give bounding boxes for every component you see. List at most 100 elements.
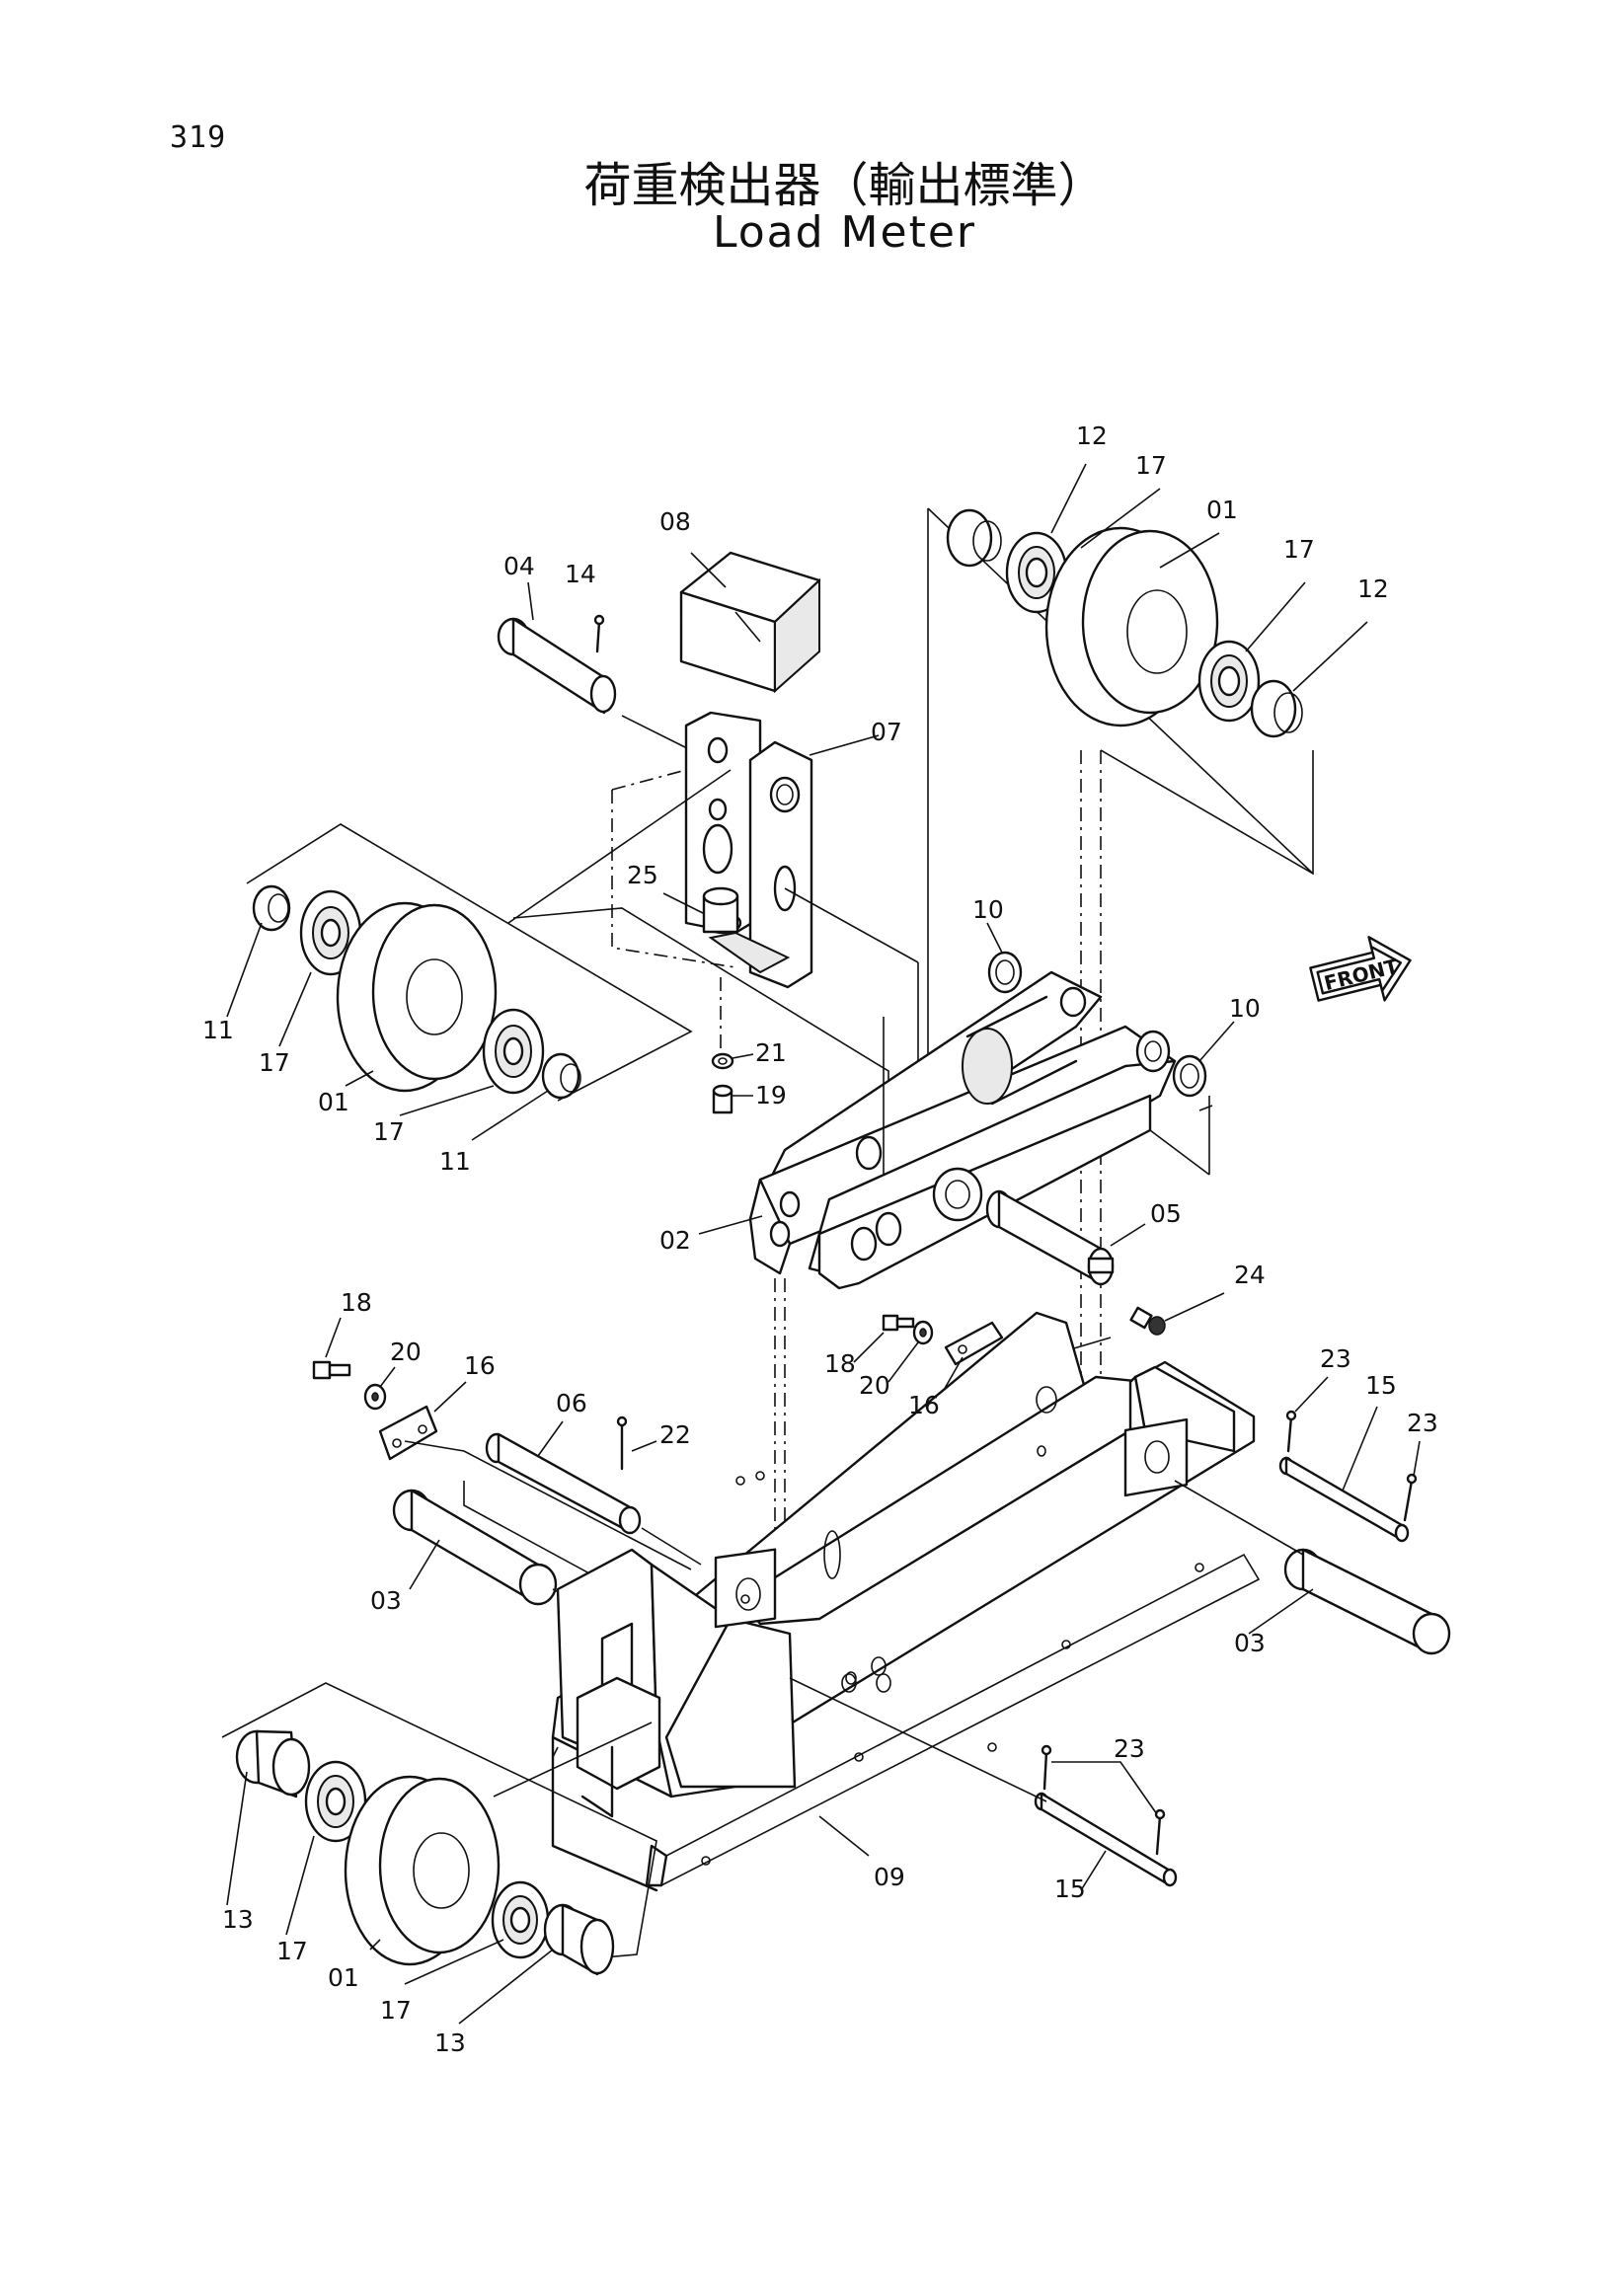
leader-line [226, 922, 263, 1018]
leader-line [986, 922, 1003, 954]
centerline [611, 790, 736, 968]
leader-line [809, 734, 880, 756]
callout-label: 13 [434, 2028, 466, 2057]
leader-line [818, 1815, 870, 1857]
leader-line [325, 1317, 342, 1358]
callout-label: 05 [1150, 1199, 1182, 1228]
callout-label: 07 [871, 718, 902, 746]
callout-label: 04 [503, 552, 535, 580]
lower-left-sheave-assembly [221, 1682, 657, 2025]
callout-label: 15 [1365, 1371, 1397, 1400]
callout-label: 16 [908, 1391, 940, 1419]
callout-label: 19 [755, 1081, 787, 1110]
leader-line [278, 971, 312, 1047]
leader-line [789, 1677, 1047, 1802]
leader-line [404, 1939, 504, 1985]
leader-line [1248, 1588, 1314, 1635]
leader-line [285, 1835, 315, 1936]
leader-line [1413, 1440, 1421, 1477]
callout-label: 11 [439, 1147, 471, 1176]
leader-line [552, 1746, 559, 1758]
callout-label: 02 [659, 1226, 691, 1255]
cover-08 [679, 551, 821, 694]
leader-line [1198, 1021, 1235, 1062]
leader-line [1245, 581, 1306, 652]
leader-line [641, 1527, 702, 1566]
leader-line [1159, 532, 1220, 569]
callout-label: 25 [627, 861, 658, 889]
callout-label: 22 [659, 1420, 691, 1449]
bushing-12-upper-left [946, 508, 1002, 568]
callout-label: 24 [1234, 1261, 1266, 1289]
base-frame-09 [551, 1311, 1261, 1892]
callout-label: 01 [318, 1088, 349, 1116]
link-frame-02 [748, 970, 1177, 1290]
split-pin-22 [616, 1416, 628, 1471]
leader-line [493, 1722, 653, 1798]
callout-label: 17 [276, 1937, 308, 1965]
split-pin-14 [593, 614, 605, 653]
callout-label: 17 [1283, 535, 1315, 564]
leader-line [507, 769, 732, 924]
callout-label: 10 [1229, 994, 1261, 1023]
bolt-24 [1129, 1306, 1166, 1336]
leader-line [458, 1949, 554, 2025]
sheave-01-middle [336, 901, 498, 1093]
split-pin-23-upper-left [1285, 1410, 1297, 1453]
leader-bracket [246, 823, 693, 1102]
leader-line [1164, 1292, 1225, 1322]
leader-line [369, 1939, 381, 1951]
leader-line [1149, 1129, 1210, 1176]
bearing-17-lower-left [304, 1760, 367, 1843]
callout-label: 01 [328, 1963, 359, 1992]
shaft-03-left [392, 1489, 558, 1606]
leader-line [379, 1366, 396, 1388]
front-direction-arrow: FRONT [1309, 936, 1412, 1002]
leader-line [1294, 1376, 1329, 1413]
callout-label: 16 [464, 1351, 496, 1380]
callout-label: 06 [556, 1389, 587, 1417]
leader-line [1051, 1761, 1158, 1815]
leader-line [942, 1356, 964, 1393]
callout-label: 03 [1234, 1629, 1266, 1657]
leader-line [662, 892, 704, 914]
callout-label: 21 [755, 1038, 787, 1067]
shaft-03-right [1283, 1548, 1451, 1655]
leader-line [631, 1440, 657, 1452]
pin-15-upper [1278, 1456, 1410, 1543]
callout-label: 09 [874, 1863, 905, 1891]
split-pin-23-upper-right [1403, 1473, 1418, 1522]
leader-line [1198, 1105, 1213, 1111]
leader-line [1050, 463, 1087, 534]
sheave-01-lower [344, 1775, 501, 1966]
leader-line [409, 1539, 440, 1590]
page-title-japanese: 荷重検出器（輸出標準） [583, 158, 1106, 213]
callout-label: 17 [259, 1048, 290, 1077]
callout-label: 20 [859, 1371, 890, 1400]
leader-line [887, 1341, 919, 1383]
plate-16-center [944, 1321, 1004, 1366]
callout-label: 17 [380, 1996, 412, 2025]
bearing-17-middle-right [482, 1008, 545, 1095]
leader-line [690, 552, 727, 588]
bracket-07 [684, 711, 813, 989]
leader-line [226, 1771, 248, 1906]
washer-20-left [363, 1383, 387, 1411]
bearing-17-upper-right [1197, 640, 1261, 723]
leader-line [732, 1053, 754, 1059]
callout-label: 23 [1114, 1734, 1145, 1763]
leader-line [853, 1332, 885, 1363]
rubber-mount-25 [702, 886, 739, 934]
pin-06 [485, 1432, 642, 1535]
leader-line [698, 1215, 763, 1235]
leader-line [784, 887, 919, 963]
leader-bracket [1100, 749, 1314, 876]
leader-bracket [221, 1682, 657, 1960]
leader-line [404, 1440, 692, 1570]
washer-10-left [987, 951, 1023, 994]
sheave-01-upper [1044, 526, 1219, 727]
bolt-19 [712, 1084, 733, 1114]
split-pin-23-lower-left [1041, 1744, 1052, 1791]
pin-15-lower [1034, 1792, 1178, 1887]
callout-label: 11 [202, 1016, 234, 1044]
